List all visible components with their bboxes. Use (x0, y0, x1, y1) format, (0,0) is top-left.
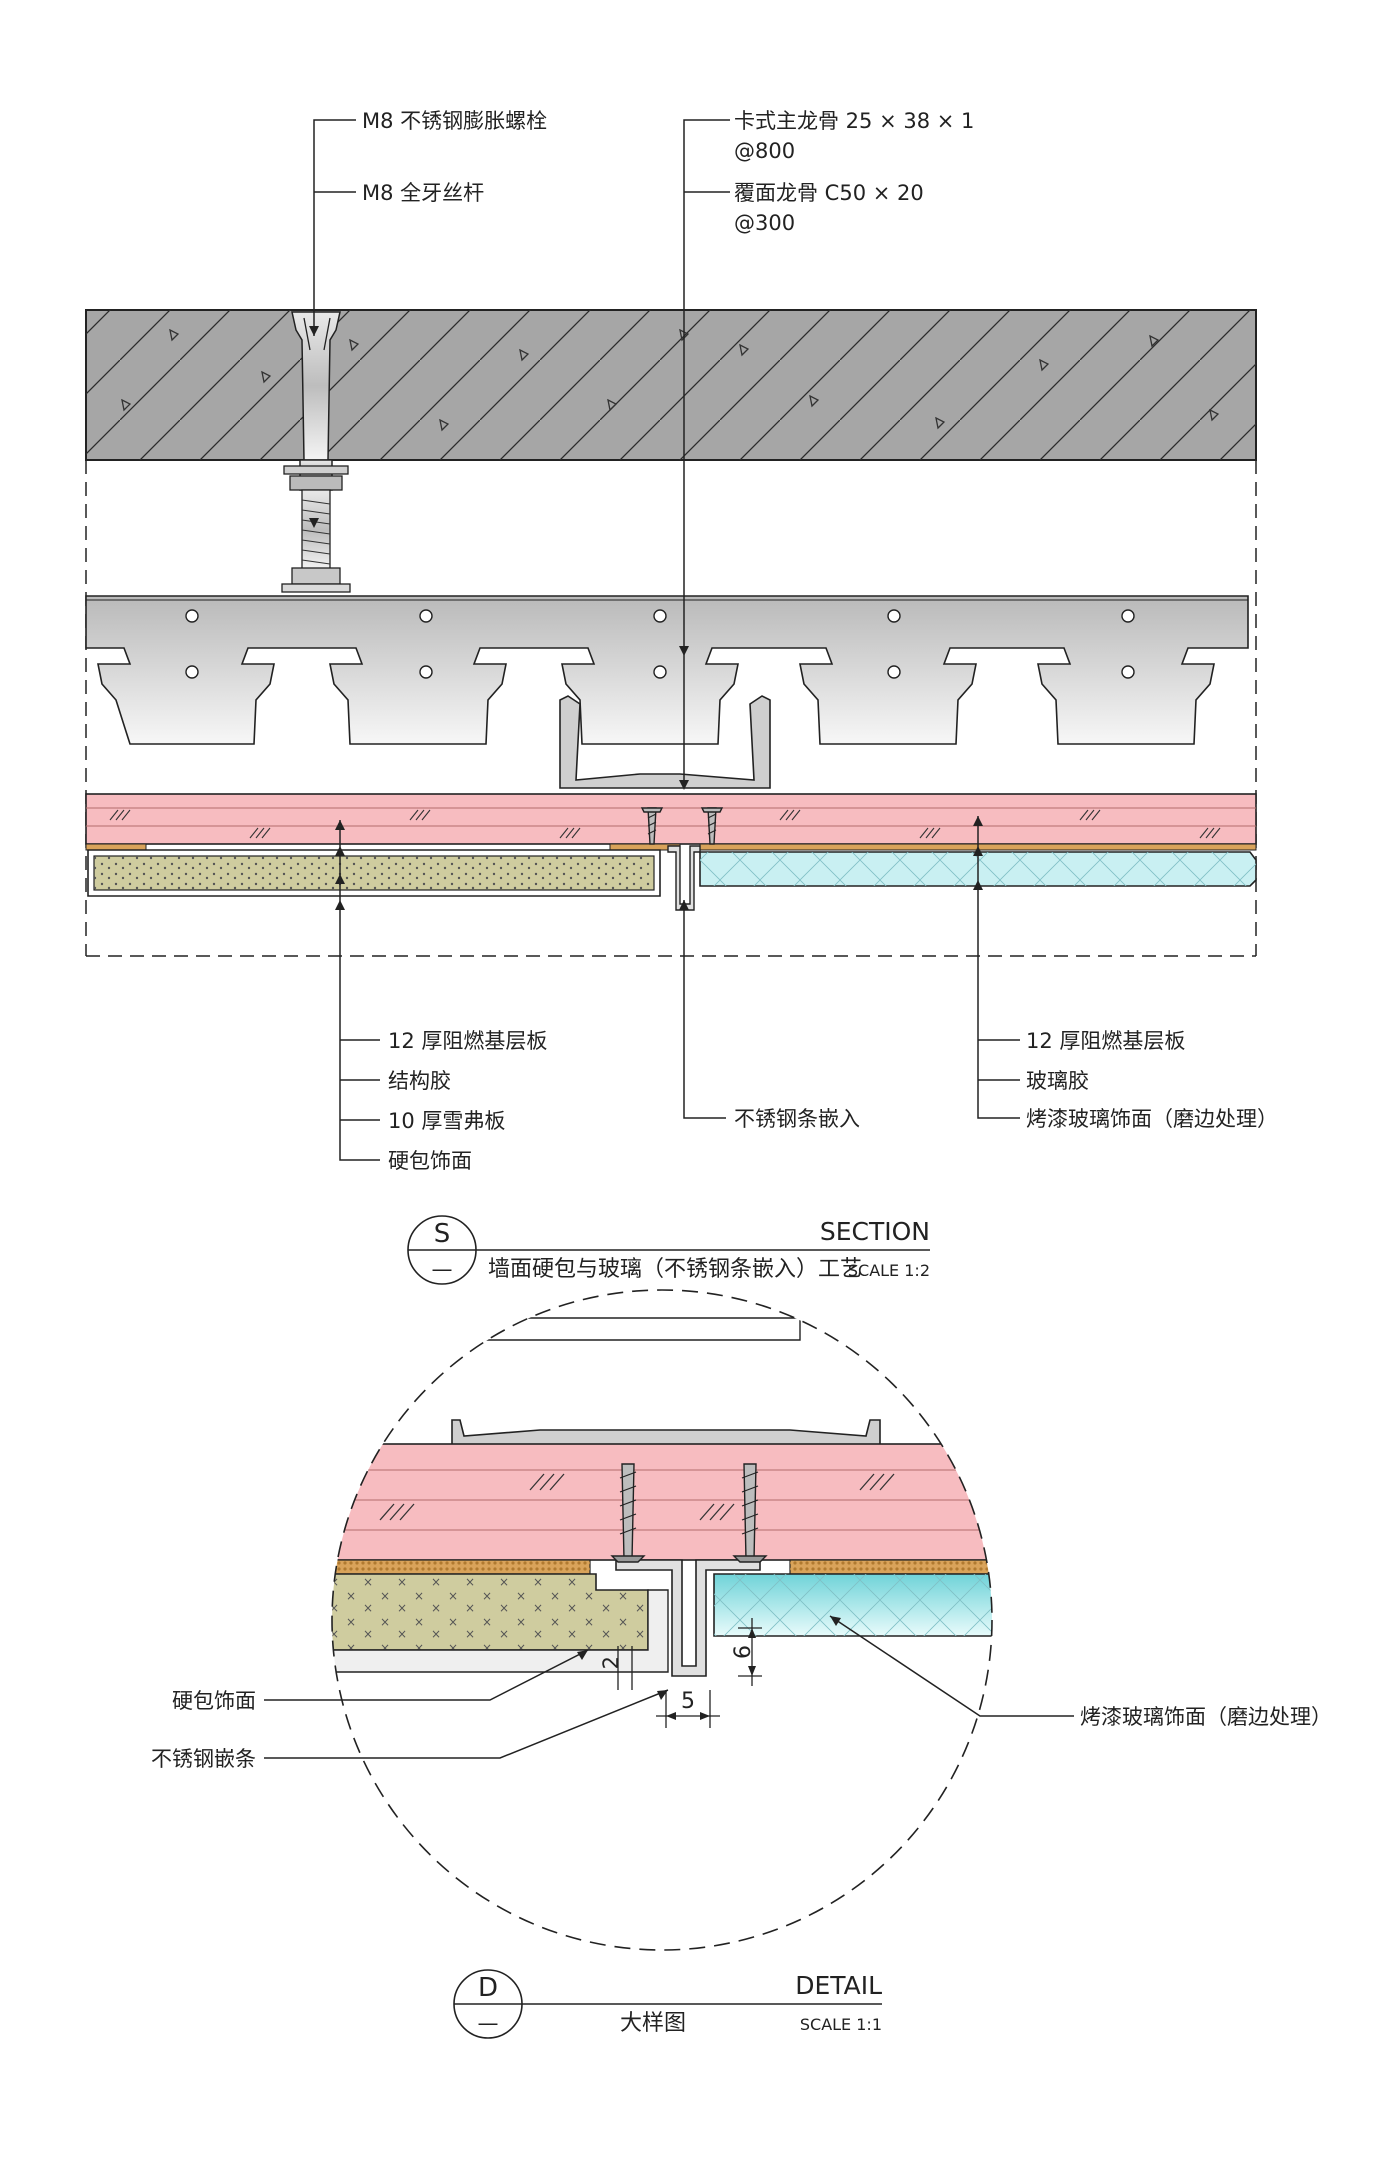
cover-keel (559, 695, 771, 789)
concrete-slab (85, 309, 1257, 461)
dim-gap-width: 5 (681, 1689, 695, 1714)
structural-glue-layer (85, 843, 147, 851)
label-right-glass-glue: 玻璃胶 (1026, 1069, 1089, 1093)
detail-heading: DETAIL (795, 1971, 882, 2000)
section-heading: SECTION (820, 1217, 930, 1246)
detail-drawing: 5 2 6 硬包饰面 不锈钢嵌条 烤漆玻璃饰面（磨边处理） D — DETAIL… (151, 1289, 1332, 2039)
base-board (85, 793, 1257, 845)
label-threaded-rod: M8 全牙丝杆 (362, 181, 484, 205)
section-title: 墙面硬包与玻璃（不锈钢条嵌入）工艺 (488, 1257, 862, 1282)
threaded-rod (281, 489, 351, 593)
label-right-base-board: 12 厚阻燃基层板 (1026, 1029, 1185, 1053)
label-main-keel-spacing: @800 (734, 139, 795, 163)
label-detail-upholstery: 硬包饰面 (172, 1689, 256, 1713)
section-symbol-letter: S (434, 1219, 451, 1249)
detail-title: 大样图 (620, 2011, 686, 2036)
detail-scale: SCALE 1:1 (800, 2015, 882, 2034)
label-main-keel: 卡式主龙骨 25 × 38 × 1 (734, 109, 974, 133)
steel-strip (667, 845, 701, 911)
detail-fabric (332, 1589, 669, 1673)
label-expansion-bolt: M8 不锈钢膨胀螺栓 (362, 109, 547, 133)
label-right-lacquered-glass: 烤漆玻璃饰面（磨边处理） (1026, 1107, 1278, 1131)
label-steel-strip-inlay: 不锈钢条嵌入 (734, 1107, 860, 1131)
section-title-block: S — SECTION 墙面硬包与玻璃（不锈钢条嵌入）工艺 SCALE 1:2 (407, 1215, 930, 1285)
leader-arrowheads (309, 326, 983, 910)
expansion-bolt (283, 311, 349, 491)
label-cover-keel: 覆面龙骨 C50 × 20 (734, 181, 924, 205)
leader-lines-detail (264, 1615, 1074, 1759)
detail-symbol-sheet: — (478, 2011, 499, 2035)
section-symbol-sheet: — (432, 1257, 453, 1281)
foam-board-upholstery (87, 849, 661, 897)
label-detail-steel-strip: 不锈钢嵌条 (151, 1747, 256, 1771)
detail-screws (610, 1463, 768, 1563)
dim-glass-thickness: 6 (731, 1645, 756, 1659)
dim-small-offset: 2 (599, 1656, 623, 1669)
label-left-structural-glue: 结构胶 (388, 1069, 451, 1093)
label-cover-keel-spacing: @300 (734, 211, 795, 235)
detail-steel-strip (615, 1559, 761, 1677)
label-detail-glass: 烤漆玻璃饰面（磨边处理） (1080, 1705, 1332, 1729)
screw-pair (640, 807, 724, 845)
detail-circle (331, 1289, 993, 1951)
label-left-upholstery: 硬包饰面 (388, 1149, 472, 1173)
label-left-base-board: 12 厚阻燃基层板 (388, 1029, 547, 1053)
cavity-outline (85, 460, 1257, 957)
section-scale: SCALE 1:2 (848, 1261, 930, 1280)
main-keel (85, 595, 1249, 745)
leader-lines-section (313, 119, 1020, 1161)
detail-title-block: D — DETAIL 大样图 SCALE 1:1 (453, 1969, 882, 2039)
label-left-foam-board: 10 厚雪弗板 (388, 1109, 505, 1133)
detail-symbol-letter: D (478, 1973, 498, 2003)
section-drawing: M8 不锈钢膨胀螺栓 M8 全牙丝杆 卡式主龙骨 25 × 38 × 1 @80… (85, 109, 1278, 1285)
